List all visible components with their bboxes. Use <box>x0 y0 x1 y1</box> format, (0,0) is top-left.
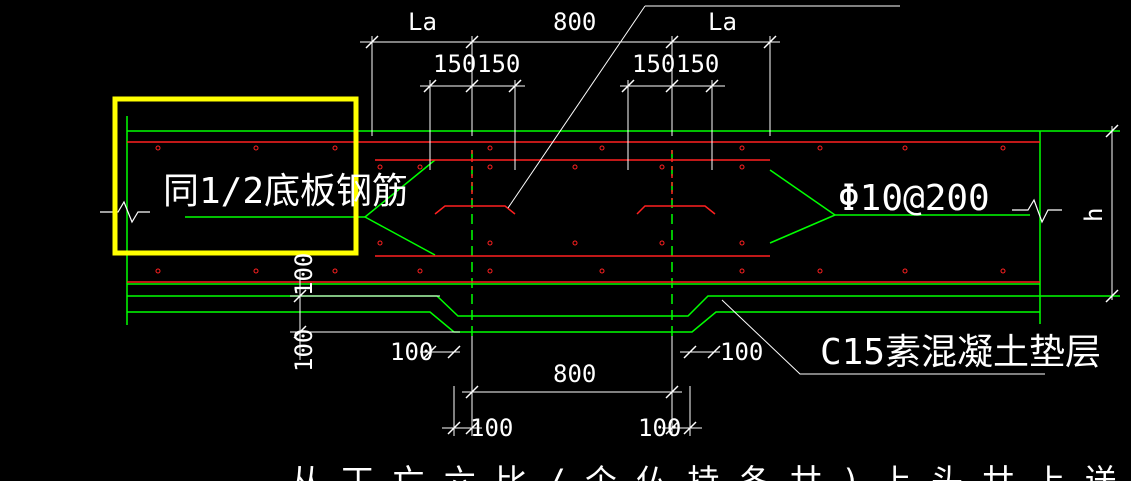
left-100-lower: 100 <box>290 329 318 372</box>
rebar-dot <box>253 145 259 151</box>
dim-150-2: 150 <box>477 50 520 78</box>
rebar-dot <box>817 268 823 274</box>
cushion-label: C15素混凝土垫层 <box>820 332 1101 373</box>
rebar-dot <box>253 268 259 274</box>
rebar-dot <box>572 240 578 246</box>
highlight-note-text: 同1/2底板钢筋 <box>163 171 408 212</box>
rebar-dot <box>377 164 383 170</box>
rebar-dot <box>377 240 383 246</box>
dimension-lines <box>290 5 1113 436</box>
rebar-dots <box>155 145 1006 274</box>
rebar-dot <box>487 145 493 151</box>
rebar-dot <box>417 164 423 170</box>
rebar-dot <box>739 145 745 151</box>
rebar-dot <box>487 164 493 170</box>
dim-150-1: 150 <box>433 50 476 78</box>
bottom-100-a: 100 <box>470 414 513 442</box>
caption-cut-off: 从 丁 亡 六 比 / 个 仏 持 冬 廿 ) 上 头 廿 上 送 図 <box>290 462 1131 481</box>
height-h-label: h <box>1080 208 1108 222</box>
rebar-dot <box>487 268 493 274</box>
rebar-lines <box>127 141 1040 283</box>
rebar-spec-text: Φ10@200 <box>838 178 990 219</box>
rebar-dot <box>739 164 745 170</box>
rebar-dot <box>739 268 745 274</box>
highlight-box[interactable] <box>112 96 359 256</box>
rebar-dot <box>902 145 908 151</box>
rebar-dot <box>1000 268 1006 274</box>
rebar-dot <box>599 145 605 151</box>
bottom-800: 800 <box>553 360 596 388</box>
slab-outline <box>126 116 1120 340</box>
rebar-dot <box>902 268 908 274</box>
rebar-dot <box>1000 145 1006 151</box>
dim-150-3: 150 <box>632 50 675 78</box>
rebar-dot <box>332 268 338 274</box>
rebar-dot <box>599 268 605 274</box>
bottom-100-right: 100 <box>720 338 763 366</box>
rebar-dot <box>659 240 665 246</box>
bottom-100-b: 100 <box>638 414 681 442</box>
bottom-100-left: 100 <box>390 338 433 366</box>
top-left-la-label: La <box>408 8 437 36</box>
top-middle-800-label: 800 <box>553 8 596 36</box>
rebar-dot <box>739 240 745 246</box>
rebar-dot <box>817 145 823 151</box>
rebar-dot <box>332 145 338 151</box>
rebar-dot <box>155 268 161 274</box>
dimension-ticks <box>293 35 1119 435</box>
rebar-dot <box>155 145 161 151</box>
rebar-dot <box>659 164 665 170</box>
dim-150-4: 150 <box>676 50 719 78</box>
rebar-dot <box>572 164 578 170</box>
left-100-upper: 100 <box>290 253 318 296</box>
rebar-dot <box>417 268 423 274</box>
top-right-la-label: La <box>708 8 737 36</box>
rebar-dot <box>487 240 493 246</box>
